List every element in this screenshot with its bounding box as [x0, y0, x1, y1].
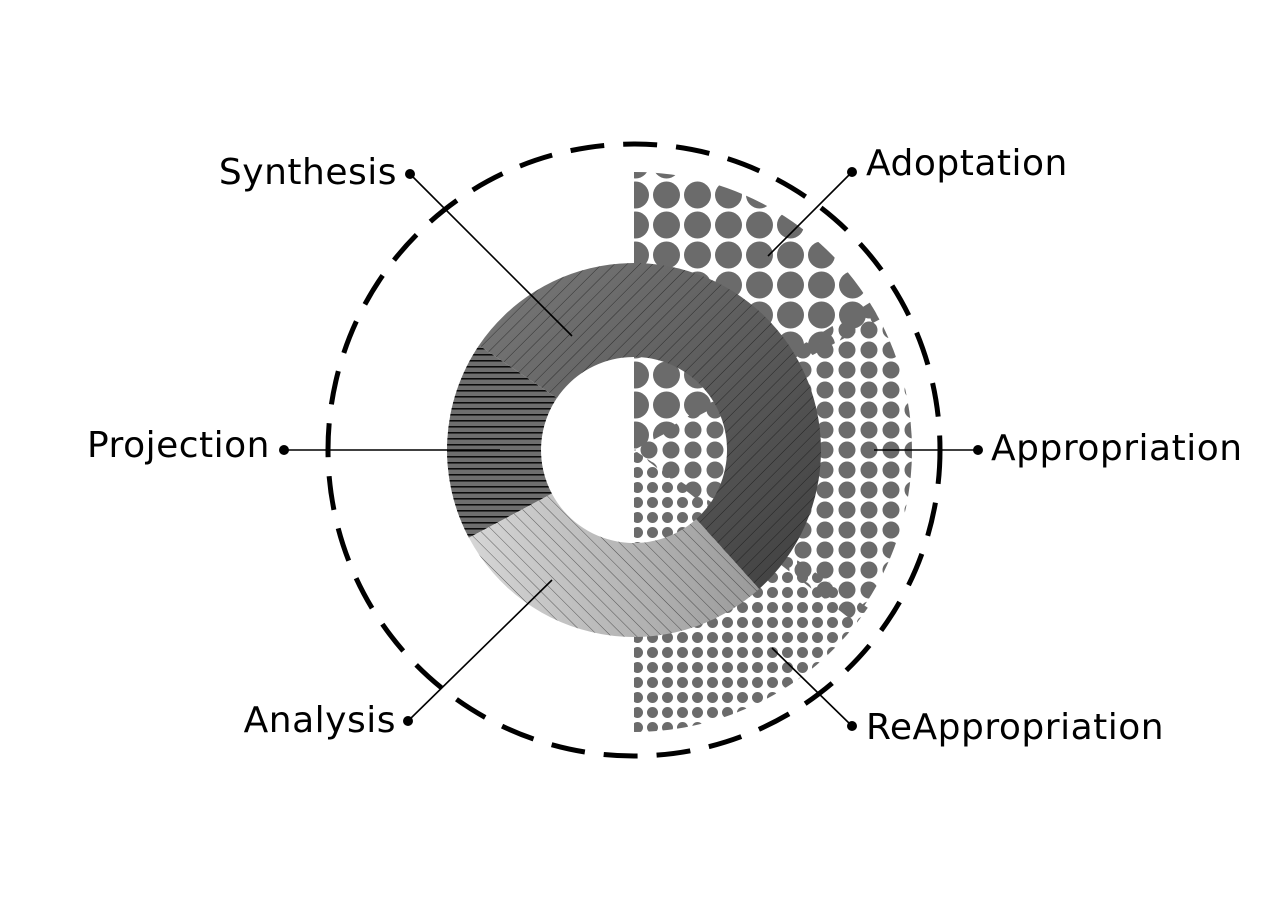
appropriation-leader-dot — [973, 445, 983, 455]
synthesis-hatch — [478, 263, 821, 589]
labels: Synthesis Projection Analysis Adoptation… — [87, 143, 1243, 748]
projection-leader-dot — [279, 445, 289, 455]
adoptation-label: Adoptation — [866, 143, 1068, 184]
analysis-leader-line — [407, 579, 553, 722]
projection-hatch — [447, 345, 557, 538]
appropriation-label: Appropriation — [991, 428, 1243, 469]
inner-ring — [447, 263, 821, 638]
reappropriation-leader-line — [771, 647, 853, 727]
adoptation-leader-dot — [847, 167, 857, 177]
adoptation-leader-line — [767, 171, 853, 257]
analysis-hatch — [468, 493, 760, 638]
synthesis-label: Synthesis — [219, 152, 397, 193]
reappropriation-leader-dot — [847, 721, 857, 731]
analysis-label: Analysis — [244, 700, 396, 741]
analysis-leader-dot — [403, 716, 413, 726]
projection-label: Projection — [87, 425, 270, 466]
reappropriation-label: ReAppropriation — [866, 707, 1164, 748]
synthesis-leader-line — [409, 173, 573, 337]
leader-lines — [284, 171, 978, 727]
leader-dots — [279, 167, 983, 731]
synthesis-leader-dot — [405, 169, 415, 179]
